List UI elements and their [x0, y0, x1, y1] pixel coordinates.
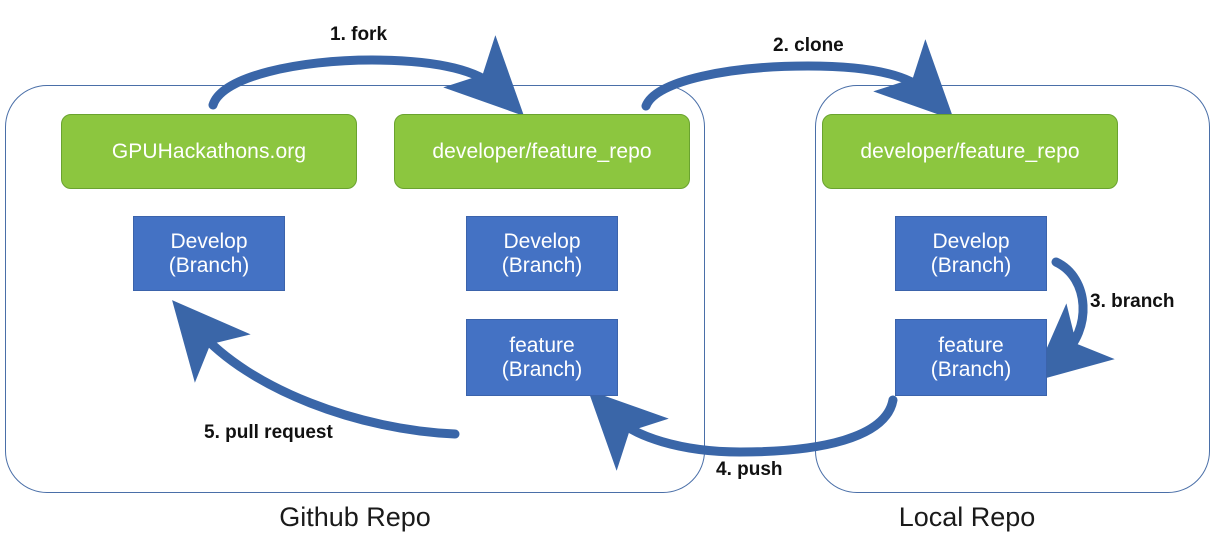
step-label-push: 4. push	[716, 459, 783, 480]
repo-upstream[interactable]: GPUHackathons.org	[61, 114, 357, 189]
branch-kind: (Branch)	[930, 357, 1012, 381]
arrow-clone	[641, 39, 955, 120]
step-label-branch: 3. branch	[1090, 291, 1175, 312]
branch-upstream-develop[interactable]: Develop (Branch)	[133, 216, 285, 291]
zone-label-local: Local Repo	[898, 502, 1036, 532]
repo-fork-label: developer/feature_repo	[432, 139, 652, 163]
repo-local-clone[interactable]: developer/feature_repo	[822, 114, 1118, 189]
branch-name: Develop	[170, 229, 248, 253]
branch-name: feature	[938, 333, 1004, 357]
arrow-branch	[1032, 257, 1115, 382]
step-label-clone: 2. clone	[773, 35, 844, 56]
step-label-pull-request: 5. pull request	[204, 422, 333, 443]
branch-name: Develop	[932, 229, 1010, 253]
branch-fork-feature[interactable]: feature (Branch)	[466, 319, 618, 396]
repo-upstream-label: GPUHackathons.org	[111, 139, 307, 163]
zone-label-github: Github Repo	[279, 502, 431, 532]
local-repo-container	[815, 85, 1210, 493]
step-label-fork: 1. fork	[330, 24, 388, 45]
branch-kind: (Branch)	[501, 357, 583, 381]
branch-local-develop[interactable]: Develop (Branch)	[895, 216, 1047, 291]
arrow-push	[587, 390, 898, 471]
branch-fork-develop[interactable]: Develop (Branch)	[466, 216, 618, 291]
arrow-pull-request	[172, 300, 460, 439]
branch-kind: (Branch)	[168, 253, 250, 277]
branch-kind: (Branch)	[501, 253, 583, 277]
github-repo-container	[5, 85, 705, 493]
arrow-fork	[208, 35, 525, 116]
repo-local-clone-label: developer/feature_repo	[860, 139, 1080, 163]
branch-local-feature[interactable]: feature (Branch)	[895, 319, 1047, 396]
branch-name: Develop	[503, 229, 581, 253]
repo-fork[interactable]: developer/feature_repo	[394, 114, 690, 189]
branch-name: feature	[509, 333, 575, 357]
branch-kind: (Branch)	[930, 253, 1012, 277]
